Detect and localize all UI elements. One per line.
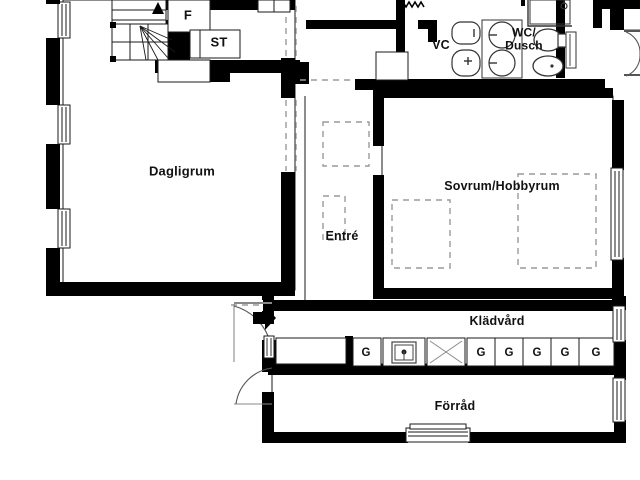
wall-left-top-stub <box>46 0 60 4</box>
window-bottom-forrad <box>405 423 471 443</box>
wall-right-a <box>610 8 624 30</box>
st-box <box>199 29 241 59</box>
wall-left-seg-2 <box>46 144 60 209</box>
hall-counter <box>275 337 347 365</box>
door-swing-right-1 <box>625 31 640 54</box>
marker-label-fridge: F <box>183 7 193 23</box>
wall-right-d <box>614 340 626 368</box>
room-label-dagligrum: Dagligrum <box>148 163 216 179</box>
shower-enclosure <box>527 0 572 27</box>
closet-box-2 <box>466 337 496 367</box>
wall-bottom-a <box>262 432 408 443</box>
closet-label-2: G <box>476 347 486 359</box>
wall-bottom-b <box>468 432 626 443</box>
wall-top-hall-b <box>418 20 436 29</box>
vc-unit-1 <box>451 21 481 45</box>
wall-sovrum-left-b <box>373 175 384 298</box>
window-left-3 <box>57 208 71 249</box>
wall-left-seg-1 <box>46 38 60 105</box>
vc-appliances <box>451 19 523 79</box>
wall-hall-stub <box>428 20 437 42</box>
wall-top-kitchen <box>160 0 295 10</box>
hall-cabinet <box>375 51 409 81</box>
closet-box-3 <box>494 337 524 367</box>
wc-door <box>565 31 577 69</box>
room-label-kladvard: Klädvård <box>469 313 525 328</box>
wall-sovrum-bottom <box>373 288 623 299</box>
window-group-left <box>57 1 71 249</box>
window-left-1 <box>57 1 71 39</box>
wall-wc-a <box>521 0 525 6</box>
wall-right-b <box>612 100 624 160</box>
room-label-vc: VC <box>432 37 450 52</box>
wall-closet-divider <box>345 336 353 364</box>
closet-box-5 <box>550 337 580 367</box>
closet-label-1: G <box>361 347 371 359</box>
wall-below-wc-cap <box>355 79 366 90</box>
marker-label-storage-st: ST <box>210 34 228 50</box>
drain-unit <box>382 337 426 367</box>
stair-newel-b <box>110 56 116 62</box>
fridge-box <box>167 0 211 33</box>
wc-dusch-line-2: Dusch <box>505 39 543 53</box>
radiator-icon <box>399 0 425 9</box>
staircase <box>110 0 211 83</box>
wall-far-right-top <box>593 0 602 28</box>
wall-vc-left-top <box>396 0 405 18</box>
wall-vc-left <box>396 0 405 88</box>
closet-label-6: G <box>591 347 601 359</box>
window-right-kladvard <box>612 305 626 343</box>
wall-dagligrum-right-c <box>281 172 295 296</box>
closet-box-4 <box>522 337 552 367</box>
vc-unit-2 <box>451 49 481 77</box>
closet-label-5: G <box>560 347 570 359</box>
wc-dusch-line-1: WC/ <box>512 25 536 40</box>
furniture-sovrum-bed-1 <box>391 199 451 269</box>
wc-fixtures <box>527 0 577 77</box>
closet-label-4: G <box>532 347 542 359</box>
room-label-entre: Entré <box>325 228 359 243</box>
room-label-wc-dusch: WC/ Dusch <box>505 25 543 54</box>
door-swing-entrance-2 <box>235 367 273 405</box>
wall-right-c <box>612 258 624 300</box>
window-right-sovrum <box>610 167 624 261</box>
room-label-sovrum-hobbyrum: Sovrum/Hobbyrum <box>444 178 560 193</box>
wall-right-b2 <box>612 160 624 170</box>
window-right-forrad <box>612 377 626 423</box>
closet-label-3: G <box>504 347 514 359</box>
kitchen-units <box>167 0 241 59</box>
stair-newel-a <box>110 22 116 28</box>
door-swing-right-2 <box>625 54 640 77</box>
dashed-elements <box>229 6 597 311</box>
sink-icon <box>532 55 564 77</box>
wall-top-hall <box>306 20 402 29</box>
entrance-door-panel <box>263 335 275 359</box>
furniture-sovrum-bed-2 <box>517 173 597 269</box>
wall-top-right-corner <box>602 0 640 9</box>
wall-kladvard-top <box>272 300 623 311</box>
entrance-arrow-icon <box>253 306 276 330</box>
furniture-entre-2 <box>322 195 346 241</box>
wall-sovrum-top <box>373 88 613 98</box>
closet-box-6 <box>578 337 615 367</box>
wall-below-wc <box>355 79 605 90</box>
wall-dagligrum-bottom <box>46 282 295 296</box>
furniture-entre-1 <box>322 121 370 167</box>
wall-kladvard-bottom <box>268 364 624 375</box>
room-label-forrad: Förråd <box>434 398 476 413</box>
stair-winder-lines <box>139 25 176 61</box>
window-left-2 <box>57 104 71 145</box>
window-group-right <box>610 167 626 423</box>
kladvard-units <box>275 337 615 367</box>
top-cabinets <box>257 0 291 13</box>
stair-up-arrow <box>152 2 164 14</box>
wall-sovrum-left-a <box>373 88 384 146</box>
closet-box-1 <box>352 337 382 367</box>
